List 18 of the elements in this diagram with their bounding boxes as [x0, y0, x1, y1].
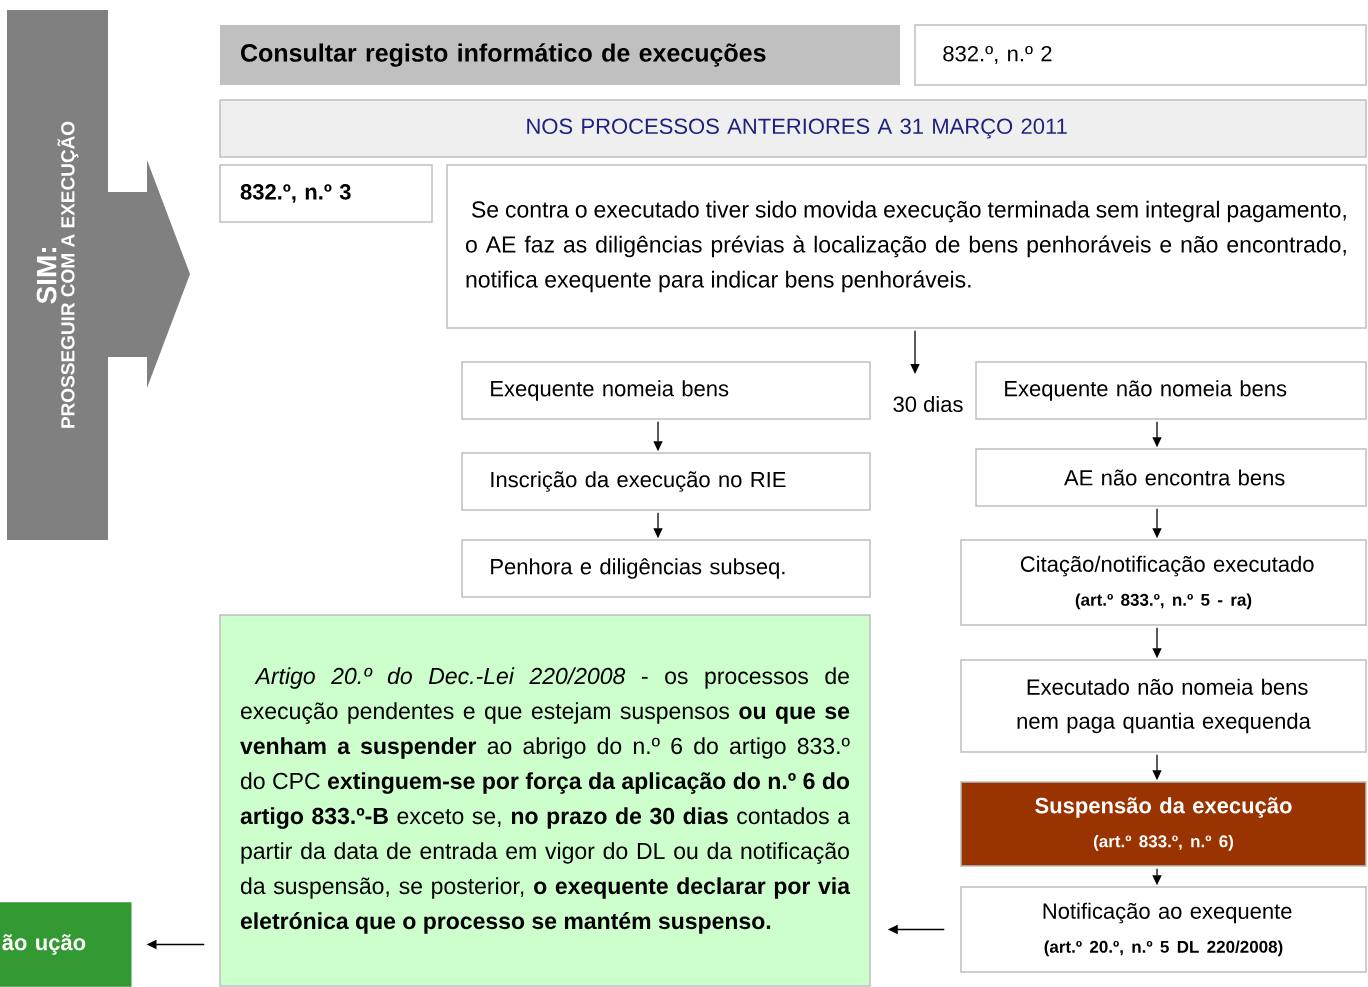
title-box: Consultar registo informático de execuções — [220, 25, 900, 85]
process-box: Suspensão da execução (art.º 833.º, n.º 6) — [960, 781, 1367, 867]
process-box: Exequente nomeia bens — [461, 361, 871, 420]
process-box: Penhora e diligências subseq. — [461, 539, 871, 598]
reference-box: 832.º, n.º 2 — [914, 24, 1367, 86]
note-box: Artigo 20.º do Dec.-Lei 220/2008 - os processos de execução pendentes e que estejam suspensos ou que se venham a suspender ao abrigo do n.º 6 do artigo 833.º do CPC extinguem-se por força da aplicação do n.º 6 do artigo 833.º-B exceto se, no prazo de 30 dias contados a partir da data de entrada em vigor do DL ou da notificação da suspensão, se posterior, o exequente declarar por via eletrónica que o processo se mantém suspenso. — [219, 614, 871, 987]
arrow — [910, 330, 920, 374]
reference-box: 832.º, n.º 3 — [219, 164, 433, 223]
process-box: AE não encontra bens — [975, 448, 1367, 507]
process-box: Exequente não nomeia bens — [975, 361, 1367, 420]
process-box: Notificação ao exequente (art.º 20.º, n.º 5 DL 220/2008) — [960, 886, 1367, 973]
text-box: Se contra o executado tiver sido movida execução terminada sem integral pagamento, o AE faz as diligências prévias à localização de bens penhoráveis e não encontrado, notifica exequente para indicar bens penhoráveis. — [446, 164, 1367, 329]
process-box: Citação/notificação executado (art.º 833.º, n.º 5 - ra) — [960, 539, 1367, 626]
result-box: ão ução — [0, 902, 132, 987]
duration-label: 30 dias — [893, 395, 963, 413]
process-box: Executado não nomeia bens nem paga quantia exequenda — [960, 659, 1367, 753]
process-box: Inscrição da execução no RIE — [461, 452, 871, 511]
header-band: NOS PROCESSOS ANTERIORES A 31 MARÇO 2011 — [219, 99, 1367, 158]
